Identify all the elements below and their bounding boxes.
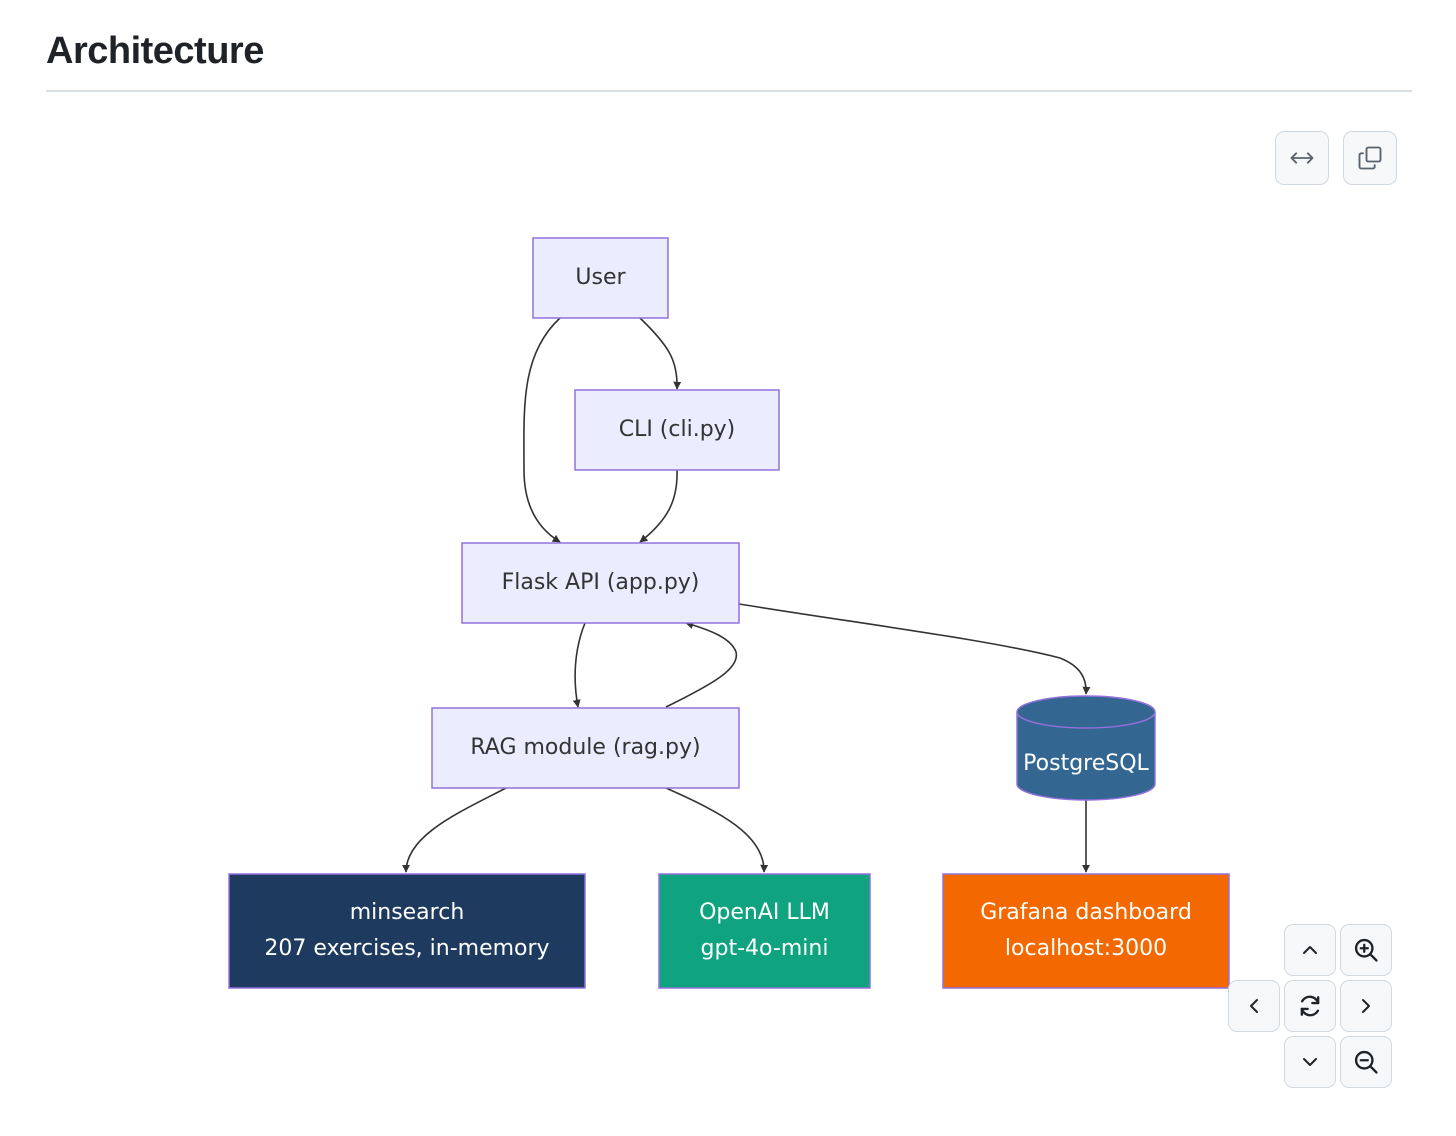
node-minsearch-line2: 207 exercises, in-memory — [264, 936, 549, 961]
node-postgres: PostgreSQL — [1016, 695, 1156, 801]
node-grafana: Grafana dashboard localhost:3000 — [942, 873, 1230, 989]
pan-up-button[interactable] — [1284, 924, 1336, 976]
edge-flask-to-rag — [572, 622, 586, 708]
arrows-left-right-icon — [1290, 152, 1314, 164]
copy-button[interactable] — [1343, 131, 1397, 185]
edge-rag-to-minsearch — [402, 787, 507, 873]
chevron-right-icon — [1362, 999, 1370, 1013]
edge-user-to-cli — [639, 317, 682, 390]
zoom-in-button[interactable] — [1340, 924, 1392, 976]
pan-left-button[interactable] — [1228, 980, 1280, 1032]
chevron-left-icon — [1250, 999, 1258, 1013]
fullwidth-button[interactable] — [1275, 131, 1329, 185]
node-flask-label: Flask API (app.py) — [502, 570, 700, 595]
node-openai-line2: gpt-4o-mini — [701, 936, 829, 961]
node-user: User — [532, 237, 669, 319]
node-rag-label: RAG module (rag.py) — [470, 735, 700, 760]
zoom-in-icon — [1354, 938, 1378, 962]
title-divider — [46, 90, 1412, 92]
section-title: Architecture — [46, 30, 264, 72]
node-grafana-line2: localhost:3000 — [1005, 936, 1167, 961]
node-cli: CLI (cli.py) — [574, 389, 780, 471]
refresh-icon — [1300, 995, 1320, 1017]
chevron-down-icon — [1303, 1058, 1317, 1066]
node-minsearch: minsearch 207 exercises, in-memory — [228, 873, 586, 989]
edge-user-to-flask — [523, 317, 561, 543]
node-postgres-label: PostgreSQL — [1023, 751, 1149, 776]
zoom-out-button[interactable] — [1340, 1036, 1392, 1088]
node-flask: Flask API (app.py) — [461, 542, 740, 624]
node-grafana-line1: Grafana dashboard — [980, 900, 1192, 925]
copy-icon — [1358, 146, 1382, 170]
node-rag: RAG module (rag.py) — [431, 707, 740, 789]
reset-view-button[interactable] — [1284, 980, 1336, 1032]
pan-down-button[interactable] — [1284, 1036, 1336, 1088]
node-openai: OpenAI LLM gpt-4o-mini — [658, 873, 871, 989]
edge-rag-to-flask — [665, 621, 738, 708]
node-openai-line1: OpenAI LLM — [699, 900, 830, 925]
chevron-up-icon — [1303, 946, 1317, 954]
node-user-label: User — [575, 265, 626, 290]
node-cli-label: CLI (cli.py) — [619, 417, 736, 442]
pan-right-button[interactable] — [1340, 980, 1392, 1032]
edge-flask-to-postgres — [738, 603, 1091, 695]
node-minsearch-line1: minsearch — [350, 900, 465, 925]
edge-rag-to-openai — [665, 787, 769, 873]
zoom-out-icon — [1354, 1050, 1378, 1074]
edge-cli-to-flask — [639, 469, 678, 543]
